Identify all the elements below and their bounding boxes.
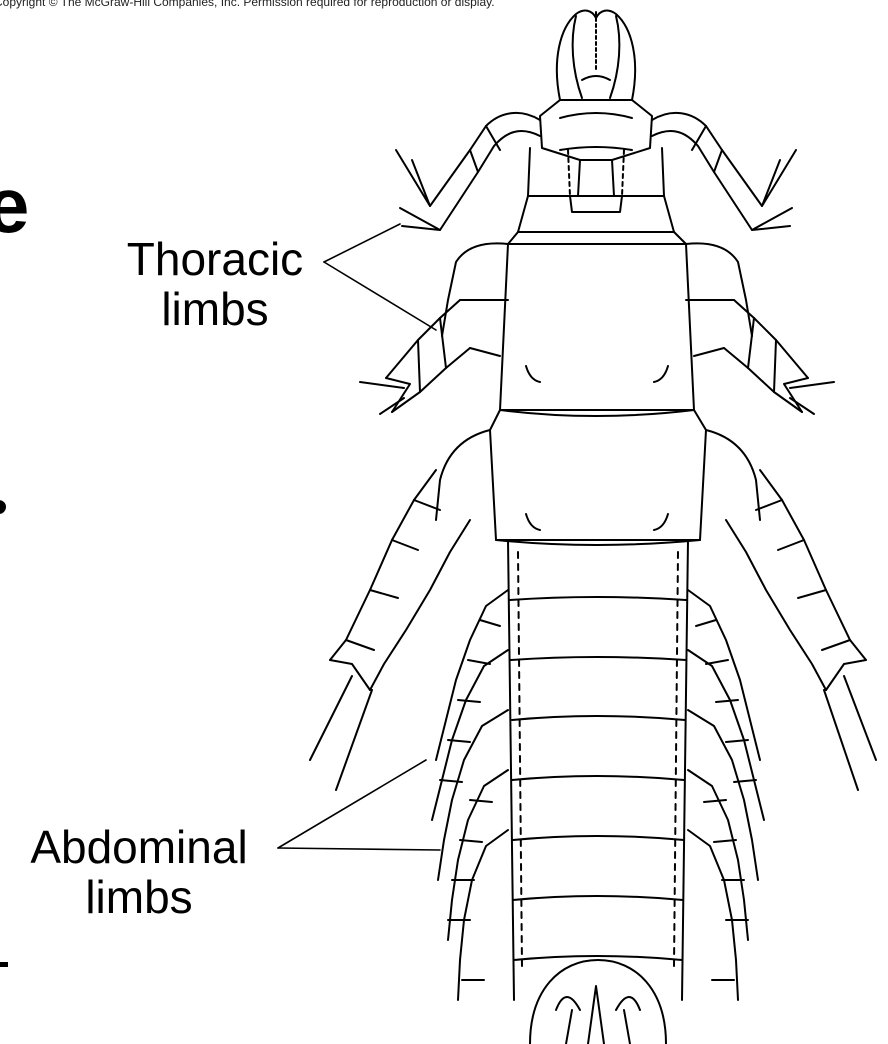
abdominal-limbs-right — [688, 590, 764, 1000]
label-abdominal-limbs: Abdominal limbs — [4, 822, 274, 922]
thoracic-limb-left-1 — [360, 300, 500, 414]
label-line: limbs — [4, 872, 274, 922]
label-line: Thoracic — [112, 234, 318, 284]
label-line: limbs — [112, 284, 318, 334]
abdominal-limbs-left — [432, 590, 508, 1000]
label-line: Abdominal — [4, 822, 274, 872]
head — [540, 11, 652, 196]
antenna-right — [652, 113, 796, 230]
antenna-left — [396, 113, 540, 230]
abdomen — [508, 540, 688, 1000]
telson — [530, 960, 666, 1044]
label-thoracic-limbs: Thoracic limbs — [112, 234, 318, 334]
thoracic-segment-2 — [436, 410, 760, 545]
thoracic-limb-right-1 — [694, 300, 834, 414]
thoracic-limb-right-2 — [726, 470, 876, 790]
thoracic-limb-left-2 — [310, 470, 470, 790]
thoracic-segment-1 — [442, 232, 752, 416]
